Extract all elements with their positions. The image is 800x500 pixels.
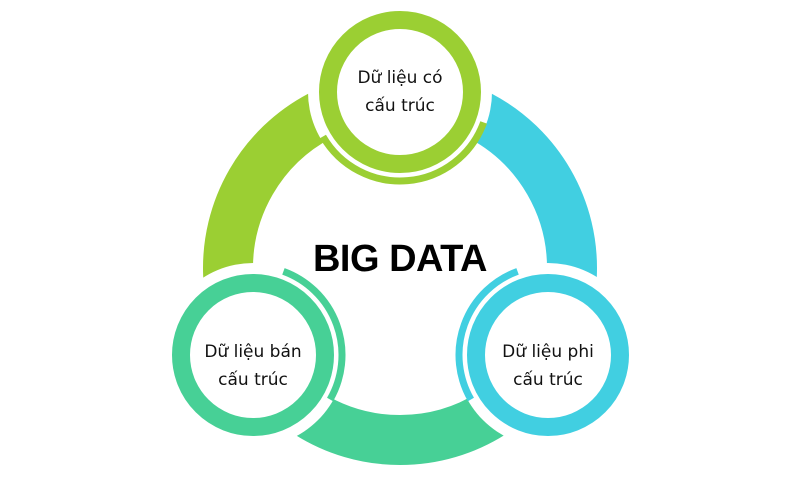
center-title: BIG DATA: [312, 238, 488, 280]
label-line: Dữ liệu có: [357, 68, 443, 88]
node-structured-accent-arc: [319, 121, 487, 185]
node-structured-label: Dữ liệu có cấu trúc: [325, 64, 475, 120]
node-semistructured-circle: [172, 274, 334, 436]
label-line: cấu trúc: [365, 96, 435, 116]
label-line: cấu trúc: [218, 370, 288, 390]
node-semistructured-accent-arc: [282, 268, 346, 402]
node-unstructured-label: Dữ liệu phi cấu trúc: [473, 338, 623, 394]
node-unstructured-circle: [467, 274, 629, 436]
label-line: cấu trúc: [513, 370, 583, 390]
label-line: Dữ liệu phi: [502, 342, 594, 362]
label-line: Dữ liệu bán: [204, 342, 302, 362]
node-unstructured-accent-arc: [455, 268, 519, 402]
node-structured-circle: [319, 11, 481, 173]
node-semistructured-label: Dữ liệu bán cấu trúc: [178, 338, 328, 394]
